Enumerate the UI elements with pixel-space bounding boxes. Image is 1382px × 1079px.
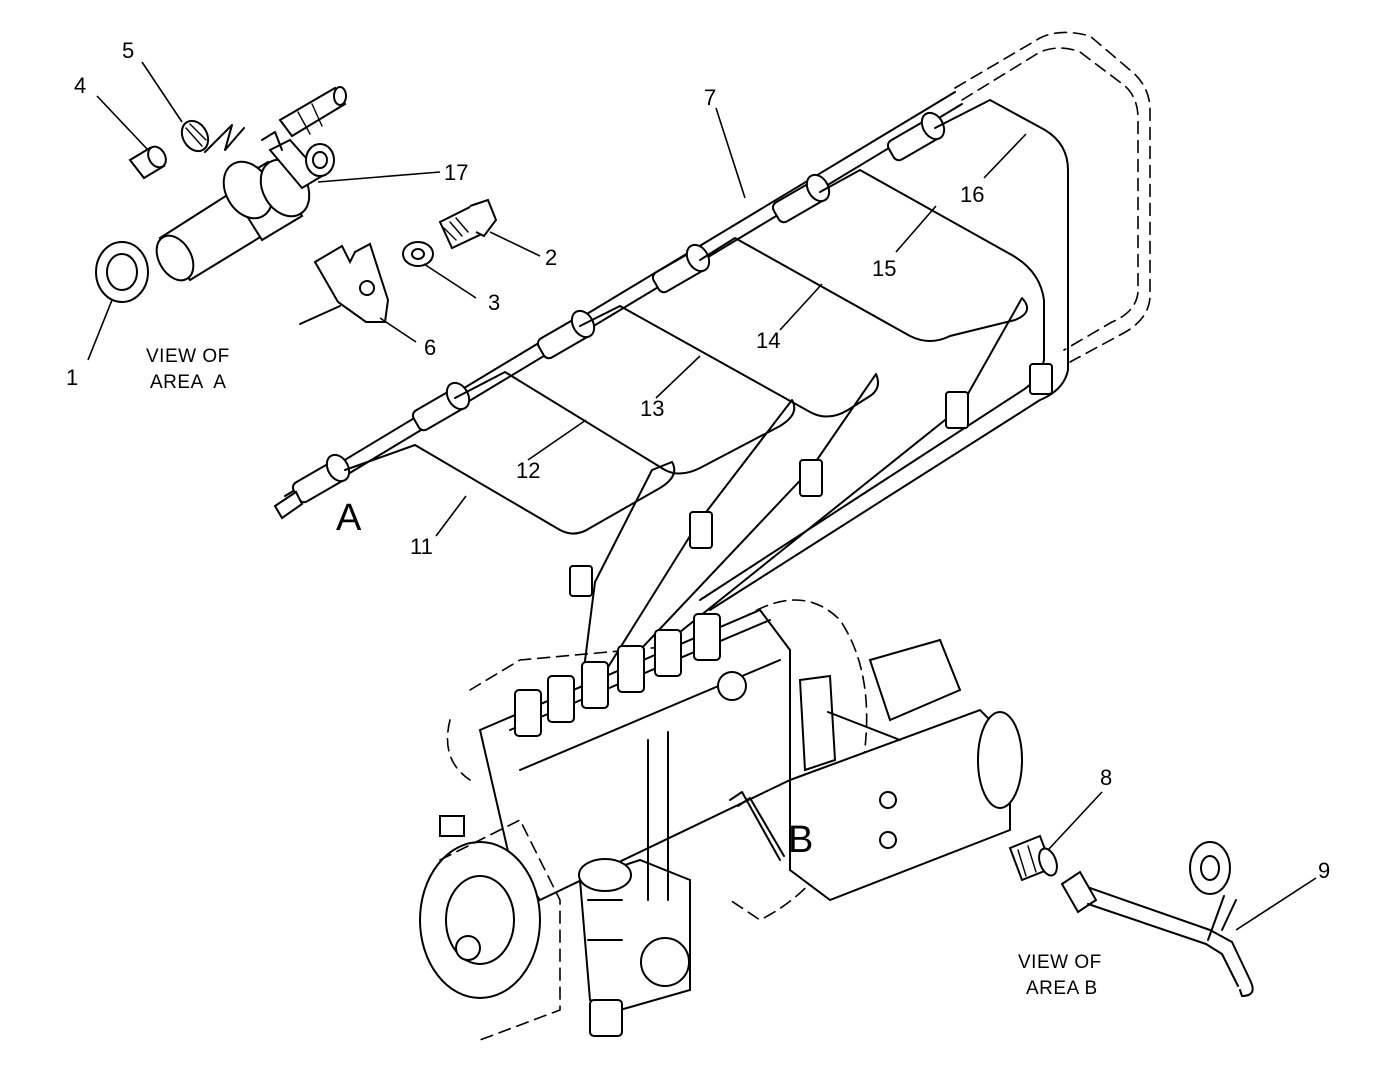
- bolt-part-2: [438, 198, 498, 250]
- callout-6: 6: [424, 335, 436, 360]
- governor-housing: [789, 638, 1023, 902]
- callout-4: 4: [74, 73, 86, 98]
- clamp-part-6: [299, 242, 390, 325]
- area-a-caption-line2: AREA A: [150, 372, 226, 393]
- callout-8: 8: [1100, 765, 1112, 790]
- delivery-valve-fittings: [514, 613, 747, 737]
- callout-7: 7: [704, 85, 716, 110]
- area-captions: VIEW OF AREA A A B VIEW OF AREA B: [146, 346, 1102, 999]
- callout-1: 1: [66, 365, 78, 390]
- callout-13: 13: [640, 396, 664, 421]
- nozzle-set: [291, 111, 946, 504]
- callout-3: 3: [488, 290, 500, 315]
- clip-part-5: [180, 119, 210, 153]
- area-b-caption-line2: AREA B: [1026, 978, 1098, 999]
- callout-2: 2: [545, 245, 557, 270]
- bundle-clamps: [569, 363, 1053, 597]
- callout-17: 17: [444, 160, 468, 185]
- callout-labels: 1 2 3 4 5 6 7 8 9 11 12 13 14 15 16 17: [66, 38, 1330, 883]
- area-a-caption-line1: VIEW OF: [146, 346, 230, 367]
- area-b-caption-line1: VIEW OF: [1018, 952, 1102, 973]
- callout-12: 12: [516, 458, 540, 483]
- fuel-injection-pump: [419, 599, 1023, 1041]
- callout-9: 9: [1318, 858, 1330, 883]
- leader-lines: [87, 61, 1317, 931]
- callout-5: 5: [122, 38, 134, 63]
- tube-part-9: [1060, 841, 1254, 997]
- connector-part-8: [1008, 834, 1058, 882]
- sleeve-part-4: [128, 145, 167, 180]
- callout-16: 16: [960, 182, 984, 207]
- area-a-detail: [95, 86, 498, 325]
- washer-part-1: [95, 241, 149, 303]
- callout-14: 14: [756, 328, 780, 353]
- washer-part-3: [402, 241, 434, 267]
- callout-15: 15: [872, 256, 896, 281]
- injector-part-17: [155, 86, 347, 282]
- area-a-letter: A: [336, 497, 362, 539]
- area-b-letter: B: [788, 819, 813, 861]
- priming-pump: [578, 858, 691, 1037]
- callout-11: 11: [410, 534, 433, 559]
- area-b-detail: [1008, 834, 1254, 997]
- fuel-lines-assembly: [273, 31, 1151, 701]
